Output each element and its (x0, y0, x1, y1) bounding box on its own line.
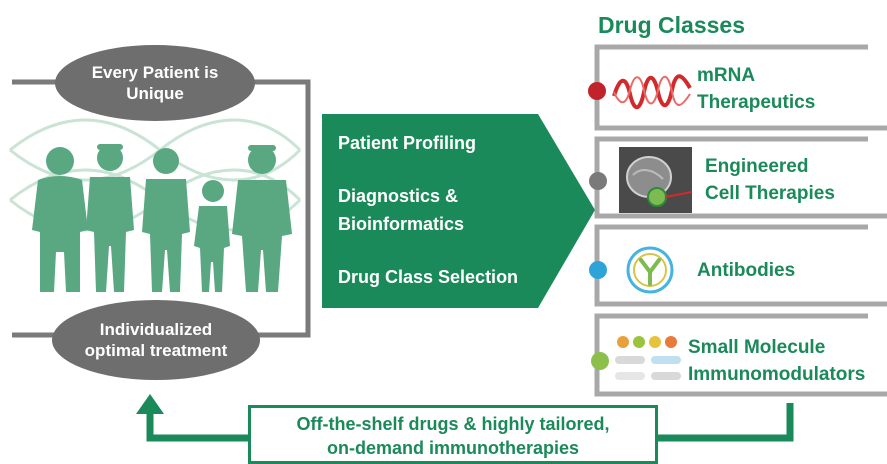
antibodies-label: Antibodies (697, 260, 796, 281)
mrna-label-line-2: Therapeutics (697, 92, 816, 113)
mrna-wave-icon (612, 74, 692, 110)
patient-profiling-label: Patient Profiling (338, 133, 477, 153)
mrna-dot (588, 82, 606, 100)
small-molecule-line-1: Small Molecule (688, 337, 826, 358)
antibody-icon (626, 246, 674, 294)
bioinformatics-label: Bioinformatics (338, 214, 465, 234)
cell-therapies-line-2: Cell Therapies (705, 183, 835, 204)
feedback-line-1: Off-the-shelf drugs & highly tailored, (296, 414, 610, 434)
patients-silhouettes (32, 144, 292, 292)
antibodies-dot (589, 261, 607, 279)
process-arrow (322, 114, 595, 308)
mrna-label-line-1: mRNA (697, 65, 756, 86)
feedback-box: Off-the-shelf drugs & highly tailored, o… (248, 405, 658, 464)
pills-icon (615, 336, 681, 380)
feedback-arrowhead (136, 394, 164, 414)
drug-class-selection-label: Drug Class Selection (338, 267, 519, 287)
cell-therapies-label: Engineered Cell Therapies (705, 153, 835, 207)
individualized-treatment-oval: Individualized optimal treatment (52, 300, 260, 380)
oval-top-line-1: Every Patient is (91, 63, 219, 82)
feedback-line-2: on-demand immunotherapies (326, 438, 580, 458)
cell-therapy-dot (589, 172, 607, 190)
cell-micrograph-icon (619, 147, 692, 213)
oval-top-line-2: Unique (126, 84, 184, 103)
mrna-label: mRNA Therapeutics (697, 62, 815, 116)
drug-classes-heading: Drug Classes (598, 12, 746, 38)
cell-therapies-line-1: Engineered (705, 156, 809, 177)
oval-bottom-line-2: optimal treatment (84, 341, 228, 360)
every-patient-unique-oval: Every Patient is Unique (55, 45, 255, 121)
diagnostics-label: Diagnostics & (338, 186, 459, 206)
small-molecule-line-2: Immunomodulators (688, 364, 866, 385)
small-molecule-dot (591, 352, 609, 370)
oval-bottom-line-1: Individualized (99, 320, 213, 339)
small-molecule-label: Small Molecule Immunomodulators (688, 334, 865, 388)
